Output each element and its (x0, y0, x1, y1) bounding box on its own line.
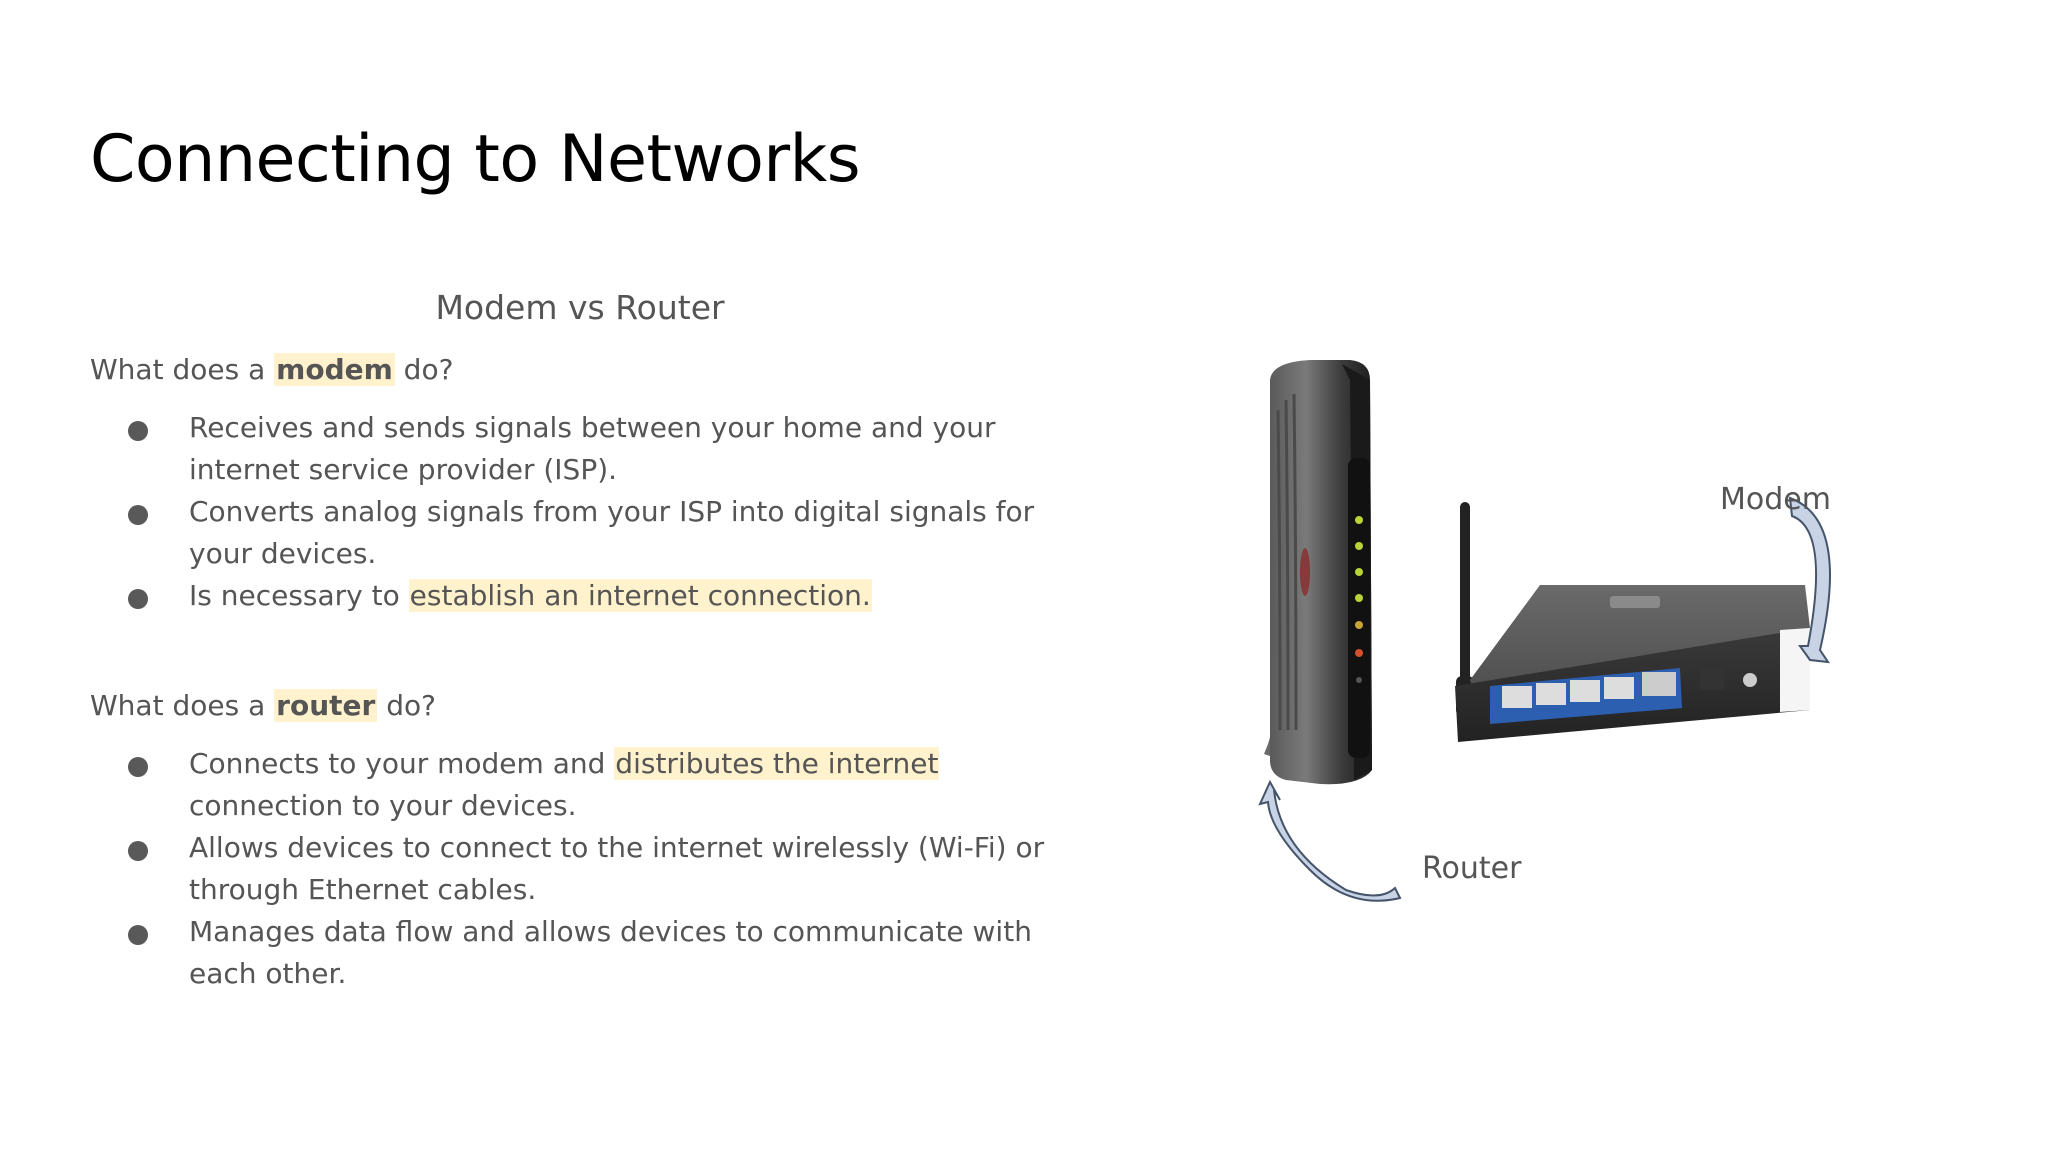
list-item: Converts analog signals from your ISP in… (90, 491, 1054, 575)
router-question-suffix: do? (377, 689, 436, 722)
text-column: Modem vs Router What does a modem do? Re… (90, 288, 1044, 995)
list-item: Manages data flow and allows devices to … (90, 911, 1054, 995)
bullet-text-suffix: connection to your devices. (189, 789, 577, 822)
bullet-text: Converts analog signals from your ISP in… (189, 495, 1035, 570)
router-label: Router (1422, 851, 1522, 886)
bullet-dot (128, 757, 148, 777)
modem-question-prefix: What does a (90, 353, 275, 386)
modem-question: What does a modem do? (90, 349, 990, 391)
bullet-text: Is necessary to (189, 579, 409, 612)
bullet-text: Allows devices to connect to the interne… (189, 831, 1045, 906)
bullet-dot (128, 925, 148, 945)
highlighted-text: establish an internet connection. (408, 579, 872, 612)
modem-router-photo (1258, 360, 1831, 902)
modem-term: modem (274, 353, 395, 386)
router-question-prefix: What does a (90, 689, 275, 722)
list-item: Is necessary to establish an internet co… (90, 575, 1054, 617)
bullet-dot (128, 421, 148, 441)
page-title: Connecting to Networks (90, 122, 861, 197)
bullet-text: Receives and sends signals between your … (189, 411, 996, 486)
router-term: router (274, 689, 378, 722)
bullet-dot (128, 589, 148, 609)
router-bullet-list: Connects to your modem and distributes t… (90, 743, 1044, 995)
router-question: What does a router do? (90, 685, 990, 727)
modem-question-suffix: do? (394, 353, 454, 386)
router-arrow-icon (1258, 779, 1402, 902)
modem-label: Modem (1720, 482, 1831, 517)
bullet-dot (128, 841, 148, 861)
bullet-dot (128, 505, 148, 525)
modem-arrow-icon (1788, 496, 1831, 664)
bullet-text: Manages data flow and allows devices to … (189, 915, 1032, 990)
highlighted-text: distributes the internet (614, 747, 940, 780)
list-item: Allows devices to connect to the interne… (90, 827, 1054, 911)
list-item: Receives and sends signals between your … (90, 407, 1054, 491)
bullet-text: Connects to your modem and (189, 747, 615, 780)
router-device (1455, 502, 1810, 742)
modem-bullet-list: Receives and sends signals between your … (90, 407, 1034, 617)
modem-device (1264, 360, 1372, 785)
list-item: Connects to your modem and distributes t… (90, 743, 1054, 827)
slide-subtitle: Modem vs Router (435, 288, 725, 327)
